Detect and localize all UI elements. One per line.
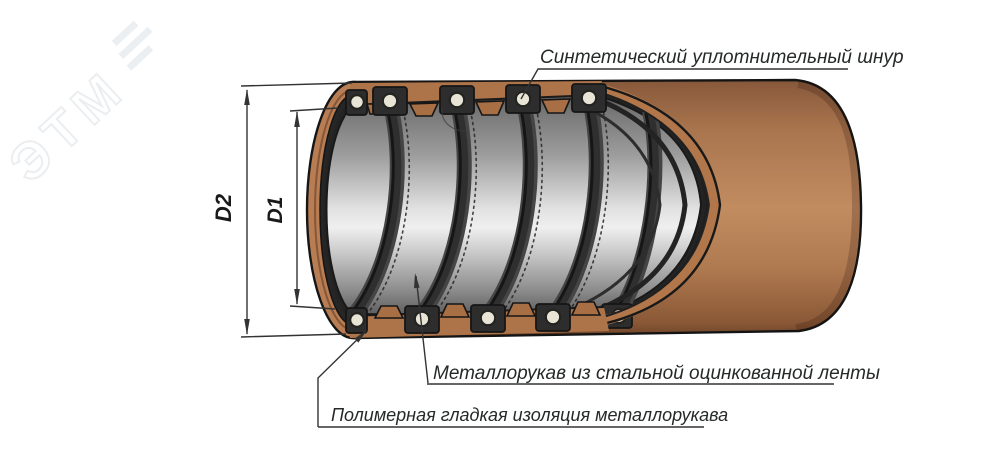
seal-cord — [544, 308, 562, 326]
arrowhead — [414, 273, 420, 289]
extension-line — [240, 333, 347, 338]
jacket-tab — [505, 302, 537, 317]
watermark-stripes — [111, 20, 154, 71]
arrowhead — [294, 289, 300, 305]
leader-polymer-insulation — [317, 330, 367, 427]
leader-metal-hose — [415, 275, 429, 384]
arrowhead — [354, 330, 367, 343]
arrowhead — [294, 111, 300, 127]
cutaway-rim-inner-edge — [597, 91, 709, 318]
dimension-label-d2: D2 — [211, 193, 236, 222]
seal-cords-bottom — [345, 303, 571, 334]
jacket-tab — [439, 303, 471, 318]
hose-illustration — [305, 78, 863, 340]
jacket-tab — [474, 100, 506, 116]
extension-line — [240, 82, 353, 87]
callout-metal-hose-label: Металлорукав из стальной оцинкованной ле… — [433, 363, 880, 384]
leader-sealing-cord — [520, 68, 848, 100]
arrowhead — [244, 89, 250, 105]
jacket-tab — [570, 301, 602, 316]
jacket-tab — [373, 305, 405, 319]
hose-end-arc-outer — [588, 95, 688, 316]
seal-cord — [448, 91, 466, 109]
watermark-logo: ЭТМ — [0, 20, 154, 195]
seal-cord — [580, 89, 598, 107]
callout-polymer-insulation-label: Полимерная гладкая изоляция металлорукав… — [331, 405, 728, 425]
cutaway-rim-face — [596, 83, 721, 325]
seal-cord — [479, 309, 497, 327]
arrowhead — [244, 319, 250, 335]
extension-line — [289, 305, 336, 310]
dimension-label-d1: D1 — [264, 197, 287, 224]
callout-sealing-cord-label: Синтетический уплотнительный шнур — [540, 47, 904, 68]
jacket-right-cap-shade — [795, 80, 861, 332]
detail-arc — [441, 106, 469, 133]
cutaway-rim-outer-edge — [596, 83, 722, 325]
dimension-annotations — [240, 82, 353, 338]
extension-line — [289, 107, 339, 112]
jacket-tab — [540, 98, 572, 114]
jacket-tab — [408, 102, 440, 117]
hose-end-arc-inner — [574, 102, 662, 310]
callout-lines — [317, 68, 848, 428]
seal-cord — [514, 90, 532, 108]
seal-cords-top — [345, 83, 607, 116]
seal-cord — [381, 92, 399, 110]
watermark-text: ЭТМ — [0, 59, 138, 194]
